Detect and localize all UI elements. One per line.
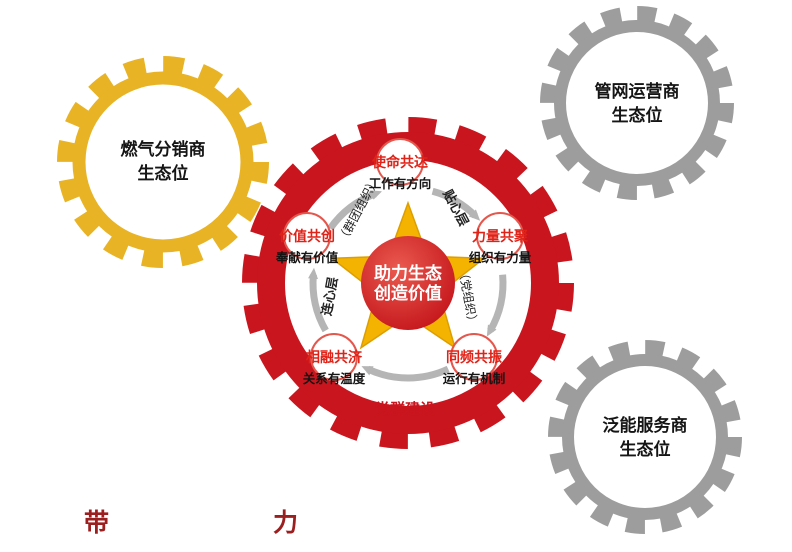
gear-label-line2: 生态位 — [612, 105, 663, 125]
gear-teeth — [540, 6, 734, 200]
node-sub-label: 关系有温度 — [303, 371, 366, 386]
node-sub-label: 组织有力量 — [469, 250, 532, 265]
node-resonance: 同频共振 运行有机制 — [443, 333, 506, 386]
node-circle — [476, 212, 524, 260]
pan-energy-gear: 泛能服务商 生态位 — [548, 340, 742, 534]
node-sub-label: 运行有机制 — [443, 371, 506, 386]
gear-label-line2: 生态位 — [620, 439, 671, 459]
gear-teeth — [242, 117, 574, 449]
cycle-arrow — [308, 267, 329, 333]
node-harmony: 相融共济 关系有温度 — [303, 333, 366, 386]
core-title-line2: 创造价值 — [373, 283, 442, 303]
cycle-arrows — [308, 187, 507, 382]
node-label: 同频共振 — [446, 349, 502, 365]
node-circle — [310, 333, 358, 381]
caption-text: 带 力 枢 位 委 效 — [84, 438, 300, 552]
node-circle — [450, 333, 498, 381]
cycle-arrow — [431, 187, 481, 221]
cycle-arrow — [486, 274, 507, 337]
layer-label-lianxin: 连心层 — [319, 276, 341, 317]
node-mission: 使命共达 工作有方向 — [369, 138, 432, 191]
node-label: 价值共创 — [279, 228, 335, 244]
gear-ring — [72, 71, 254, 253]
cycle-arrow — [327, 190, 383, 231]
node-sub-label: 工作有方向 — [369, 176, 432, 191]
gear-label-line2: 生态位 — [138, 163, 189, 183]
gear-label-line1: 泛能服务商 — [603, 415, 688, 435]
gear-teeth — [57, 56, 269, 268]
gear-label-line1: 燃气分销商 — [121, 139, 206, 159]
caption-line-1: 带 力 — [84, 509, 301, 537]
gear-ring — [562, 354, 728, 520]
node-label: 相融共济 — [306, 349, 363, 365]
gas-distributor-gear: 燃气分销商 生态位 — [57, 56, 269, 268]
core-title-line1: 助力生态 — [374, 263, 442, 283]
gear-label-line1: 管网运营商 — [595, 81, 680, 101]
cycle-arrow — [361, 365, 450, 382]
party-building-label: 党群建设 — [375, 400, 435, 418]
node-label: 力量共聚 — [472, 228, 529, 244]
node-circle — [376, 138, 424, 186]
node-value: 价值共创 奉献有价值 — [275, 212, 339, 265]
gear-ring — [554, 20, 720, 186]
pipeline-operator-gear: 管网运营商 生态位 — [540, 6, 734, 200]
gear-teeth — [548, 340, 742, 534]
node-strength: 力量共聚 组织有力量 — [469, 212, 532, 265]
node-circle — [283, 212, 331, 260]
node-label: 使命共达 — [371, 154, 428, 170]
node-sub-label: 奉献有价值 — [275, 250, 339, 265]
core-circle — [361, 236, 455, 330]
central-red-gear: （群团组织） 贴心层 （党组织） 连心层 助力生态 创造价值 使命共达 工作有方… — [242, 117, 574, 449]
